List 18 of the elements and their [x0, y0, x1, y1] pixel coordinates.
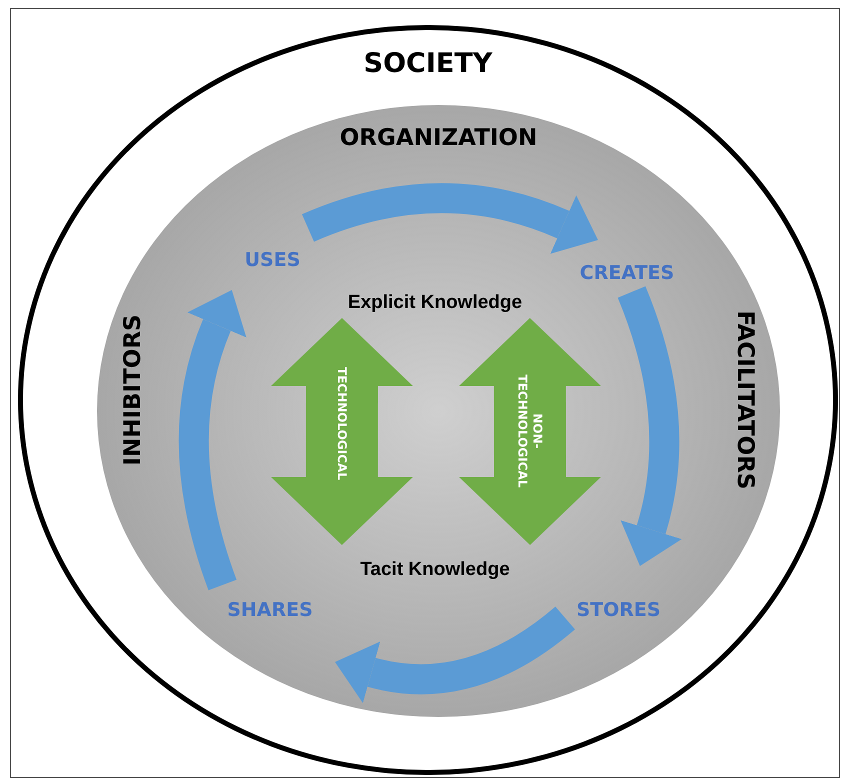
curved-arrow	[178, 290, 247, 590]
step-label: STORES	[561, 595, 676, 625]
circle-heading: ORGANIZATION	[338, 125, 538, 151]
knowledge-label: Tacit Knowledge	[320, 555, 550, 585]
double-arrow	[458, 318, 601, 545]
curved-arrow	[618, 286, 682, 566]
curved-arrow	[334, 606, 575, 704]
circle-heading: SOCIETY	[362, 48, 494, 79]
edge-label: TECHNOLOGICAL	[334, 366, 350, 482]
knowledge-label: Explicit Knowledge	[300, 288, 570, 318]
step-label: SHARES	[211, 595, 329, 625]
side-label: INHIBITORS	[120, 314, 146, 466]
curved-arrow	[302, 183, 598, 254]
edge-label: NON-TECHNOLOGICAL	[514, 373, 545, 490]
step-label: USES	[230, 245, 315, 275]
step-label: CREATES	[567, 258, 687, 288]
side-label: FACILITATORS	[732, 310, 758, 490]
double-arrow	[270, 318, 413, 545]
